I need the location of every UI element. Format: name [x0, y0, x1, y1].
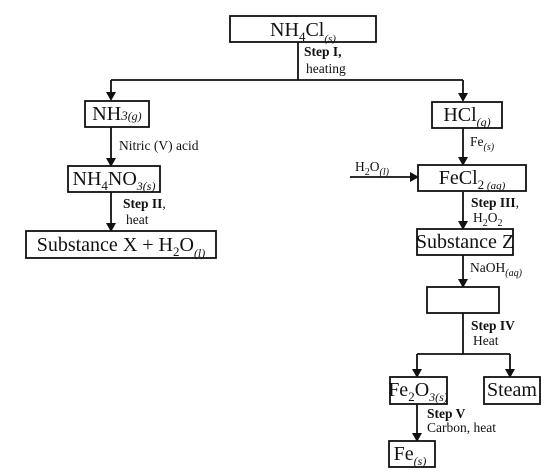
arrowhead-fe2o3	[412, 369, 422, 378]
node-steam: Steam	[483, 376, 541, 405]
condition-step2: Step II, heat	[123, 196, 166, 227]
arrowhead-nh3	[106, 92, 116, 101]
node-nh4no3: NH4NO3(s)	[67, 165, 161, 193]
svg-text:Fe(s): Fe(s)	[394, 443, 427, 468]
node-nh4cl: NH4Cl(s)	[229, 15, 377, 45]
arrowhead-unknown	[458, 279, 468, 288]
condition-step1: Step I, heating	[304, 44, 346, 76]
node-hcl: HCl(g)	[431, 101, 503, 129]
arrowhead-fe	[412, 433, 422, 442]
svg-text:Substance Z: Substance Z	[416, 231, 514, 253]
svg-text:Step III,: Step III,	[471, 195, 519, 210]
svg-text:NH4NO3(s): NH4NO3(s)	[73, 168, 156, 193]
condition-water: H2O(l)	[355, 159, 390, 178]
svg-text:Step I,: Step I,	[304, 44, 342, 59]
svg-text:heat: heat	[126, 212, 149, 227]
node-substance-z: Substance Z	[416, 228, 514, 256]
svg-text:Fe2O3(s): Fe2O3(s)	[388, 379, 448, 404]
node-fe: Fe(s)	[388, 440, 436, 468]
arrowhead-water	[410, 172, 419, 182]
node-fecl2: FeCl2 (aq)	[417, 164, 527, 192]
svg-text:HCl(g): HCl(g)	[443, 104, 490, 129]
svg-text:H2O2: H2O2	[473, 210, 503, 229]
svg-text:NH3(g): NH3(g)	[92, 103, 141, 125]
svg-text:Step IV: Step IV	[471, 318, 515, 333]
svg-text:NH4Cl(s): NH4Cl(s)	[270, 19, 336, 45]
node-unknown-empty	[426, 286, 500, 314]
arrowhead-z	[458, 221, 468, 230]
arrowhead-x	[106, 223, 116, 232]
node-fe2o3: Fe2O3(s)	[388, 376, 448, 405]
svg-text:Step II,: Step II,	[123, 196, 166, 211]
connectors	[110, 42, 511, 434]
arrowhead-fecl2	[458, 157, 468, 166]
arrowheads	[106, 92, 515, 442]
arrowhead-hcl	[458, 93, 468, 102]
nh3-subscript: 3	[120, 108, 128, 123]
condition-nitric-acid: Nitric (V) acid	[119, 138, 199, 153]
condition-fe-s: Fe(s)	[470, 134, 495, 153]
svg-text:Heat: Heat	[473, 333, 499, 348]
node-nh3: NH3(g)	[84, 100, 150, 128]
svg-text:FeCl2 (aq): FeCl2 (aq)	[439, 167, 506, 192]
svg-text:heating: heating	[306, 61, 346, 76]
svg-text:Step V: Step V	[427, 406, 466, 421]
condition-step5: Step V Carbon, heat	[427, 406, 496, 435]
svg-text:Substance X + H2O(l): Substance X + H2O(l)	[37, 234, 206, 260]
arrowhead-steam	[505, 369, 515, 378]
svg-text:Steam: Steam	[487, 379, 537, 401]
node-substance-x: Substance X + H2O(l)	[25, 230, 217, 260]
svg-text:Carbon, heat: Carbon, heat	[427, 420, 496, 435]
arrowhead-nh4no3	[106, 158, 116, 167]
condition-step3: Step III, H2O2	[471, 195, 519, 229]
condition-naoh: NaOH(aq)	[470, 260, 523, 279]
condition-step4: Step IV Heat	[471, 318, 515, 348]
